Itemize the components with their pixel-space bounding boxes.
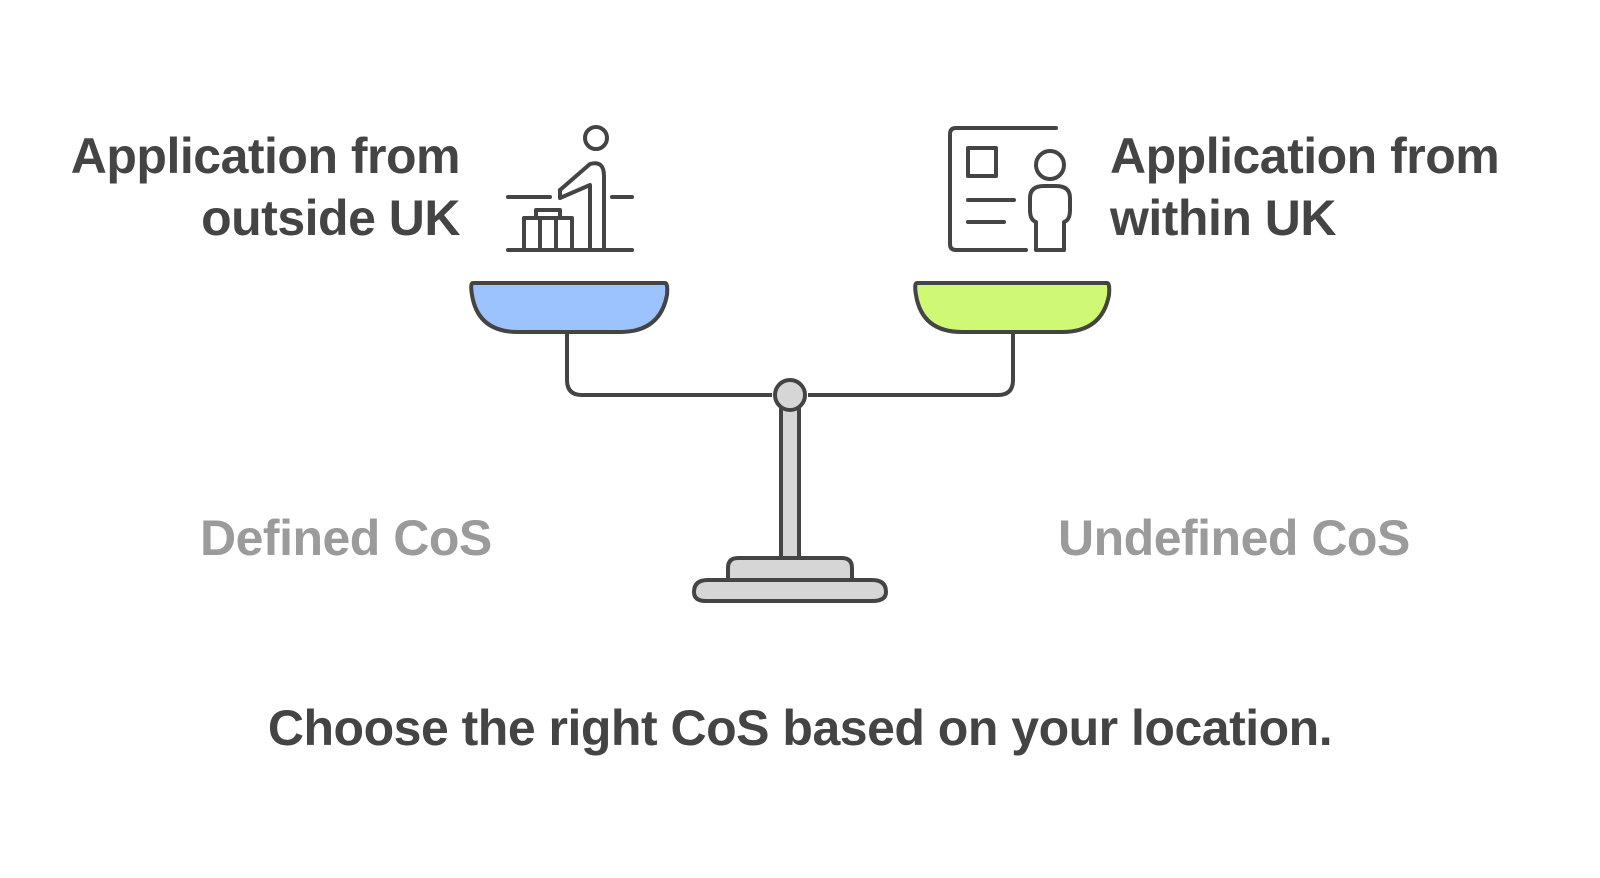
right-pan bbox=[913, 281, 1112, 334]
left-pan bbox=[469, 281, 670, 334]
diagram-caption: Choose the right CoS based on your locat… bbox=[267, 700, 1333, 756]
right-pan-arm bbox=[808, 330, 1015, 397]
stand-base bbox=[691, 578, 889, 603]
left-option-tag: Defined CoS bbox=[200, 510, 492, 566]
right-option-title-line2: within UK bbox=[1110, 190, 1337, 246]
podium-person-icon bbox=[506, 125, 634, 252]
left-pan-arm bbox=[565, 330, 772, 397]
right-option-title: Application from within UK bbox=[1110, 125, 1530, 249]
right-option-tag: Undefined CoS bbox=[1058, 510, 1410, 566]
left-option-title-line2: outside UK bbox=[201, 190, 460, 246]
left-option-title-line1: Application from bbox=[70, 128, 461, 184]
id-card-person-icon bbox=[948, 126, 1072, 252]
stand-pole bbox=[779, 402, 801, 564]
left-option-title: Application from outside UK bbox=[40, 125, 461, 249]
right-option-title-line1: Application from bbox=[1110, 128, 1500, 184]
stand-base-top bbox=[726, 556, 854, 580]
pivot-knob bbox=[773, 378, 807, 412]
